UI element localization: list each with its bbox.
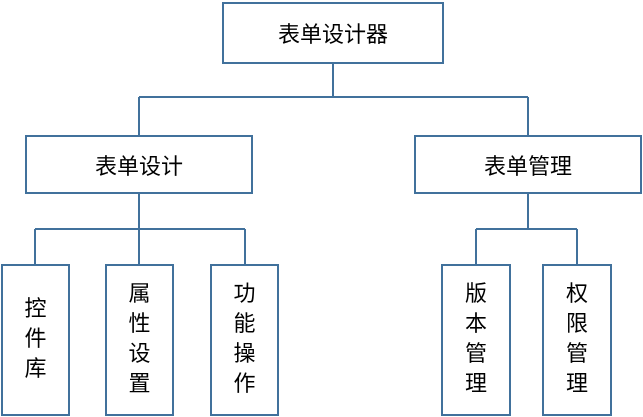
branch-node-form-design: 表单设计 bbox=[25, 135, 253, 194]
branch-node-label: 表单管理 bbox=[483, 154, 572, 180]
branch-node-label: 表单设计 bbox=[94, 154, 183, 180]
leaf-node-permission-management: 权限管理 bbox=[542, 264, 612, 416]
branch-node-form-management: 表单管理 bbox=[414, 135, 642, 194]
root-node: 表单设计器 bbox=[222, 2, 444, 64]
leaf-node-label: 功能操作 bbox=[233, 282, 256, 397]
root-node-label: 表单设计器 bbox=[277, 23, 388, 48]
leaf-node-version-management: 版本管理 bbox=[441, 264, 511, 416]
leaf-node-label: 控件库 bbox=[24, 297, 47, 382]
leaf-node-control-library: 控件库 bbox=[1, 264, 70, 416]
leaf-node-label: 属性设置 bbox=[128, 282, 151, 397]
leaf-node-function-operations: 功能操作 bbox=[210, 264, 279, 416]
leaf-node-label: 权限管理 bbox=[565, 282, 588, 397]
leaf-node-property-settings: 属性设置 bbox=[105, 264, 174, 416]
leaf-node-label: 版本管理 bbox=[464, 282, 487, 397]
